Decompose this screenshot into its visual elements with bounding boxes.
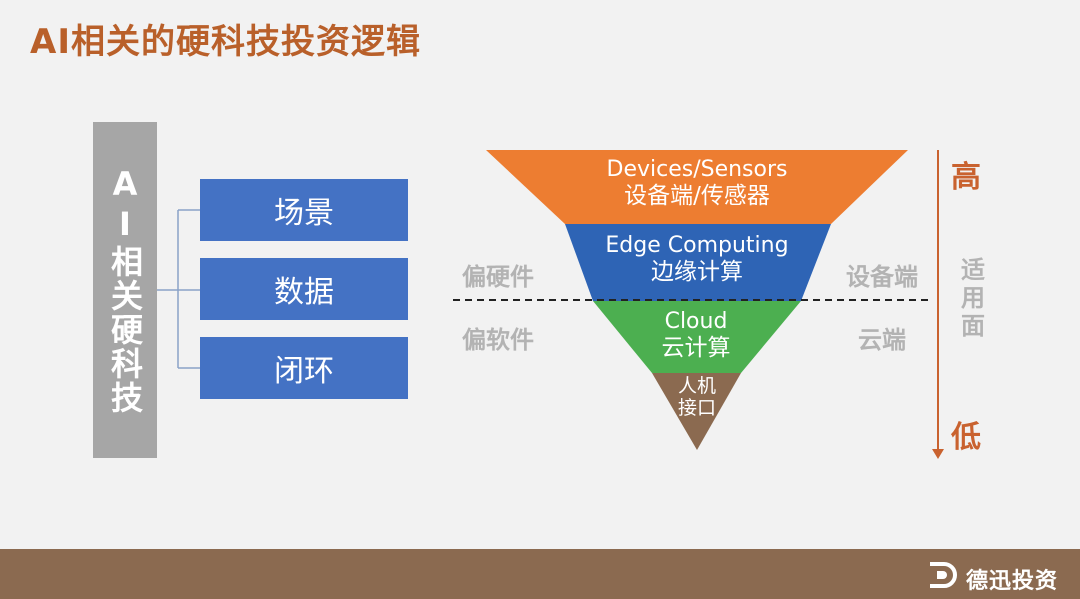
devices-label: Devices/Sensors 设备端/传感器 bbox=[586, 157, 808, 211]
ai-hardtech-bar: AI相关硬科技 bbox=[93, 122, 157, 458]
cloud-zh: 云计算 bbox=[661, 335, 731, 362]
page-title: AI相关的硬科技投资逻辑 bbox=[30, 22, 421, 62]
layer-edge bbox=[565, 224, 831, 301]
interface-line2: 接口 bbox=[677, 396, 716, 419]
layer-devices bbox=[486, 150, 908, 224]
scale-applicability-label: 适用面 bbox=[961, 256, 985, 340]
interface-label: 人机 接口 bbox=[657, 375, 737, 420]
scale-arrowhead bbox=[932, 449, 944, 459]
cloud-label: Cloud 云计算 bbox=[636, 309, 756, 363]
scale-low-label: 低 bbox=[951, 420, 981, 455]
cloud-end-label: 云端 bbox=[858, 326, 906, 354]
layer-interface bbox=[652, 373, 741, 450]
cloud-en: Cloud bbox=[664, 309, 728, 334]
edge-label: Edge Computing 边缘计算 bbox=[586, 233, 808, 287]
ai-hardtech-label: AI相关硬科技 bbox=[106, 165, 144, 415]
edge-zh: 边缘计算 bbox=[651, 259, 743, 286]
brand-logo-icon bbox=[930, 562, 957, 588]
device-end-label: 设备端 bbox=[846, 263, 918, 291]
devices-zh: 设备端/传感器 bbox=[624, 183, 770, 210]
interface-line1: 人机 bbox=[677, 375, 716, 397]
layer-cloud bbox=[593, 301, 801, 373]
scale-high-label: 高 bbox=[951, 160, 981, 195]
box-data: 数据 bbox=[200, 258, 408, 320]
devices-en: Devices/Sensors bbox=[606, 157, 788, 182]
hardware-leaning-label: 偏硬件 bbox=[462, 263, 534, 291]
software-leaning-label: 偏软件 bbox=[462, 326, 534, 354]
footer-bar bbox=[0, 549, 1080, 599]
edge-en: Edge Computing bbox=[605, 233, 789, 258]
brand-name: 德迅投资 bbox=[966, 569, 1059, 594]
box-closed-loop: 闭环 bbox=[200, 337, 408, 399]
box-scenario: 场景 bbox=[200, 179, 408, 241]
